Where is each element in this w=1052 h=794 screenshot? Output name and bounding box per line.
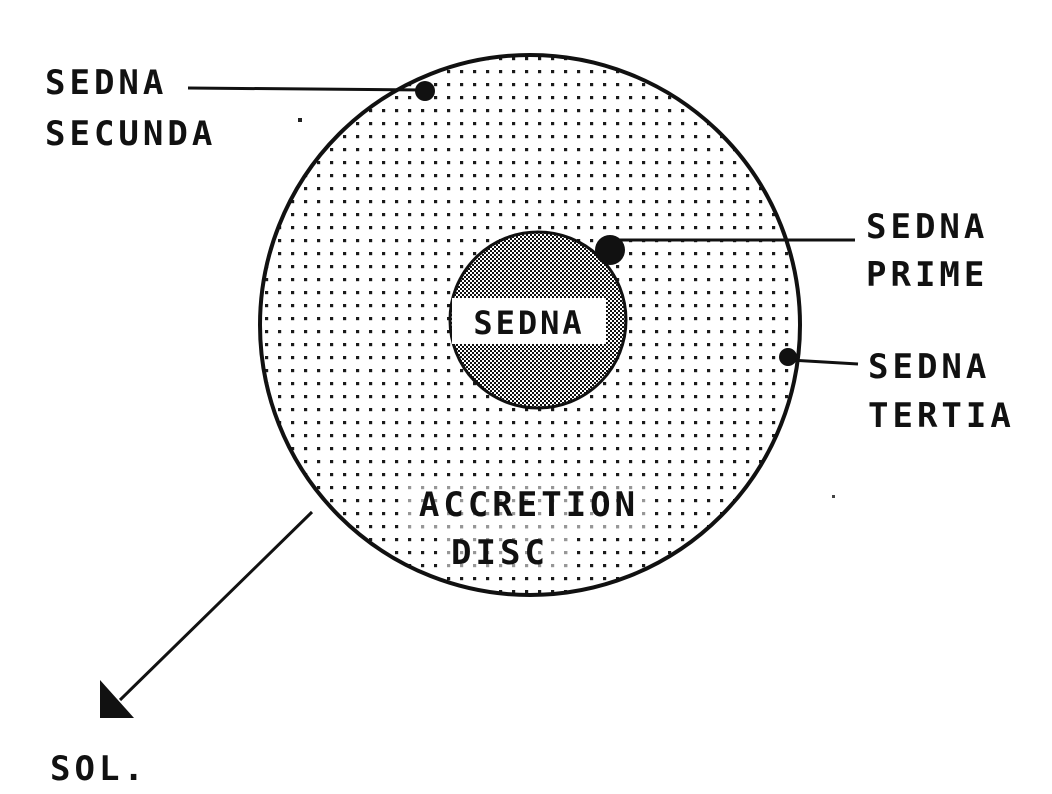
- sedna-secunda-label-line1: SEDNA: [45, 63, 167, 103]
- sedna-prime-label-line2: PRIME: [866, 255, 988, 295]
- sedna-tertia-leader-line: [789, 358, 859, 366]
- core-label: SEDNA: [473, 304, 584, 342]
- sol-direction: SOL.: [50, 510, 314, 789]
- accretion-disc-label-line2: DISC: [451, 533, 549, 573]
- scan-specks: [298, 118, 835, 498]
- accretion-disc-label-line1: ACCRETION: [419, 485, 639, 525]
- sedna-secunda-leader-line: [187, 86, 426, 92]
- sedna-secunda-label-line2: SECUNDA: [45, 114, 216, 154]
- sedna-tertia-label-line2: TERTIA: [868, 396, 1015, 436]
- sedna-prime: SEDNA PRIME: [595, 207, 988, 295]
- sedna-tertia-moon: [779, 348, 797, 366]
- sedna-prime-moon: [595, 235, 625, 265]
- sedna-prime-label-line1: SEDNA: [866, 207, 988, 247]
- sedna-tertia-label-line1: SEDNA: [868, 347, 990, 387]
- sol-direction-arrow-line: [118, 510, 314, 702]
- accretion-disc-label: ACCRETION DISC: [405, 482, 653, 576]
- core-label-background: [452, 298, 606, 344]
- sedna-secunda: SEDNA SECUNDA: [45, 63, 435, 154]
- sedna-core: SEDNA: [448, 230, 628, 410]
- sol-arrowhead-icon: [100, 680, 134, 718]
- sedna-secunda-moon: [415, 81, 435, 101]
- sedna-tertia: SEDNA TERTIA: [779, 347, 1015, 436]
- sol-label: SOL.: [50, 749, 148, 789]
